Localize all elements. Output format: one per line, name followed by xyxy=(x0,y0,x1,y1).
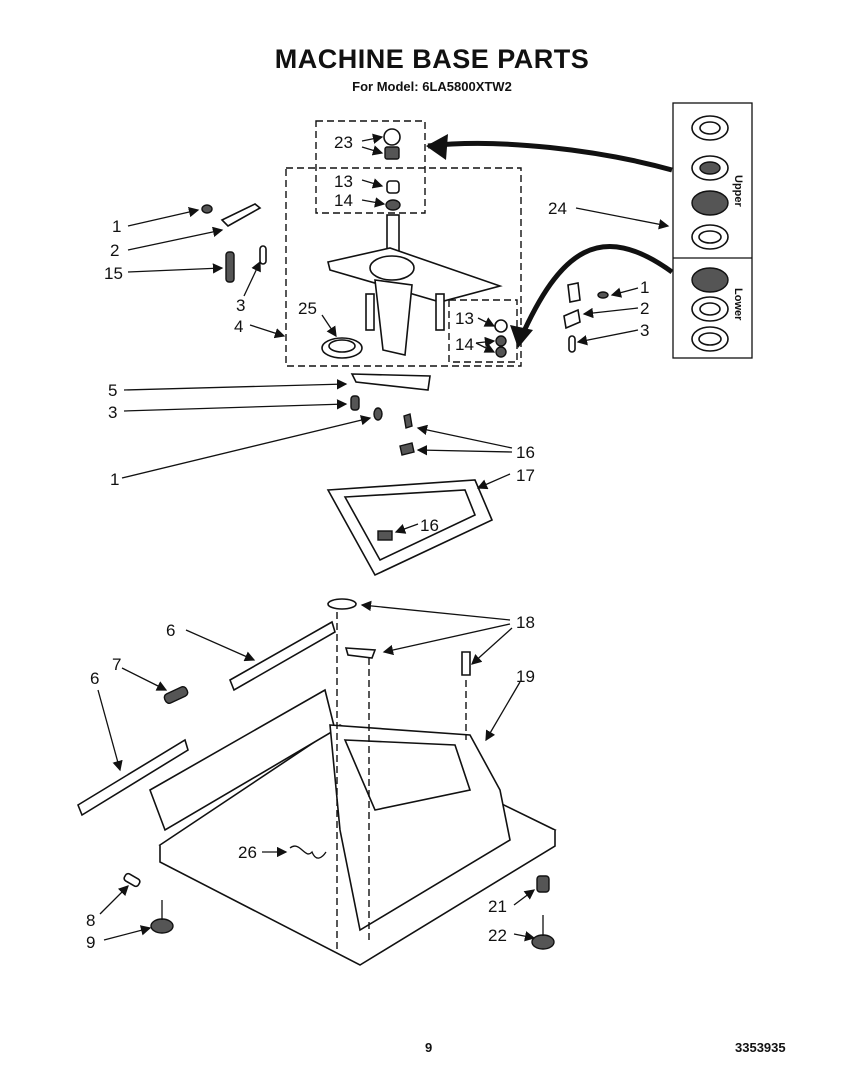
spring-part xyxy=(350,395,360,411)
lower-arrow xyxy=(517,244,674,342)
callout-21: 21 xyxy=(488,897,507,916)
rail-part xyxy=(228,620,336,692)
callout-1: 1 xyxy=(112,217,121,236)
screw-part xyxy=(373,407,383,421)
callout-17: 17 xyxy=(516,466,535,485)
spring-part xyxy=(225,251,235,283)
callout-3: 3 xyxy=(236,296,245,315)
callout-26: 26 xyxy=(238,843,257,862)
callout-24: 24 xyxy=(548,199,567,218)
callout-3: 3 xyxy=(108,403,117,422)
suspension-opening xyxy=(343,739,472,811)
hub-center xyxy=(369,255,415,281)
base-frame-group xyxy=(77,598,557,966)
callout-18: 18 xyxy=(516,613,535,632)
seal-ring-inner xyxy=(328,339,356,353)
hub-leg xyxy=(374,279,413,356)
hub-post xyxy=(365,293,375,331)
bearing-lower-1 xyxy=(691,267,729,293)
bracket-part xyxy=(220,203,262,227)
screw-part xyxy=(201,204,213,214)
clip-part xyxy=(259,245,267,265)
callout-19: 19 xyxy=(516,667,535,686)
callout-8: 8 xyxy=(86,911,95,930)
pad-clip xyxy=(403,413,413,429)
page-number: 9 xyxy=(425,1040,433,1055)
hub-plate xyxy=(327,247,503,303)
callout-5: 5 xyxy=(108,381,117,400)
callout-25: 25 xyxy=(298,299,317,318)
callout-4: 4 xyxy=(234,317,243,336)
screw-part-right xyxy=(597,291,609,299)
callout-6: 6 xyxy=(166,621,175,640)
bushing-part xyxy=(386,180,400,194)
spring-part-right xyxy=(568,335,576,353)
callout-13: 13 xyxy=(455,309,474,328)
model-subtitle: For Model: 6LA5800XTW2 xyxy=(352,79,512,94)
clip-part xyxy=(344,647,377,659)
callout-14: 14 xyxy=(334,191,353,210)
washer-part xyxy=(385,199,401,211)
hub-box xyxy=(285,167,522,367)
callout-2: 2 xyxy=(110,241,119,260)
callout-23: 23 xyxy=(334,133,353,152)
upper-arrow xyxy=(427,141,673,173)
washer-small xyxy=(495,346,507,358)
bearings-panel: Upper Lower xyxy=(426,102,753,359)
bearings-frame xyxy=(672,102,753,359)
callout-22: 22 xyxy=(488,926,507,945)
clip-part xyxy=(327,598,357,610)
callout-3: 3 xyxy=(640,321,649,340)
brace-part xyxy=(350,373,431,391)
leader-lines xyxy=(97,133,670,942)
bracket-part-right xyxy=(567,282,581,303)
upper-label: Upper xyxy=(732,175,744,208)
nut-part xyxy=(536,875,550,893)
callout-16: 16 xyxy=(516,443,535,462)
hub-assembly-group xyxy=(201,120,609,421)
lower-label: Lower xyxy=(732,288,744,321)
spring-part xyxy=(163,686,189,704)
page-title: MACHINE BASE PARTS xyxy=(274,44,590,74)
washer-small xyxy=(495,335,507,347)
callout-13: 13 xyxy=(334,172,353,191)
callout-6: 6 xyxy=(90,669,99,688)
rail-part xyxy=(77,738,189,817)
bushing-small xyxy=(494,319,508,333)
callout-14: 14 xyxy=(455,335,474,354)
foot-right xyxy=(531,934,555,950)
pad-clip xyxy=(399,442,415,456)
callout-7: 7 xyxy=(112,655,121,674)
callout-9: 9 xyxy=(86,933,95,952)
pad-clip xyxy=(377,530,393,541)
callout-16: 16 xyxy=(420,516,439,535)
clip-part xyxy=(461,651,471,676)
spring-wire xyxy=(289,845,327,859)
bearing-upper-3 xyxy=(691,190,729,216)
document-number: 3353935 xyxy=(735,1040,786,1055)
callout-numbers: 23 13 14 1 24 2 15 1 3 2 25 13 3 4 14 5 … xyxy=(86,133,649,952)
pad-inner xyxy=(343,489,477,562)
cap-part xyxy=(383,128,401,146)
callout-2: 2 xyxy=(640,299,649,318)
clip-part-right xyxy=(563,308,581,330)
callout-15: 15 xyxy=(104,264,123,283)
callout-1: 1 xyxy=(110,470,119,489)
hub-post xyxy=(435,293,445,331)
foot-left xyxy=(150,918,174,934)
cap-box xyxy=(315,120,426,214)
nut-part xyxy=(384,146,400,160)
callout-1: 1 xyxy=(640,278,649,297)
stud-part xyxy=(123,872,141,888)
